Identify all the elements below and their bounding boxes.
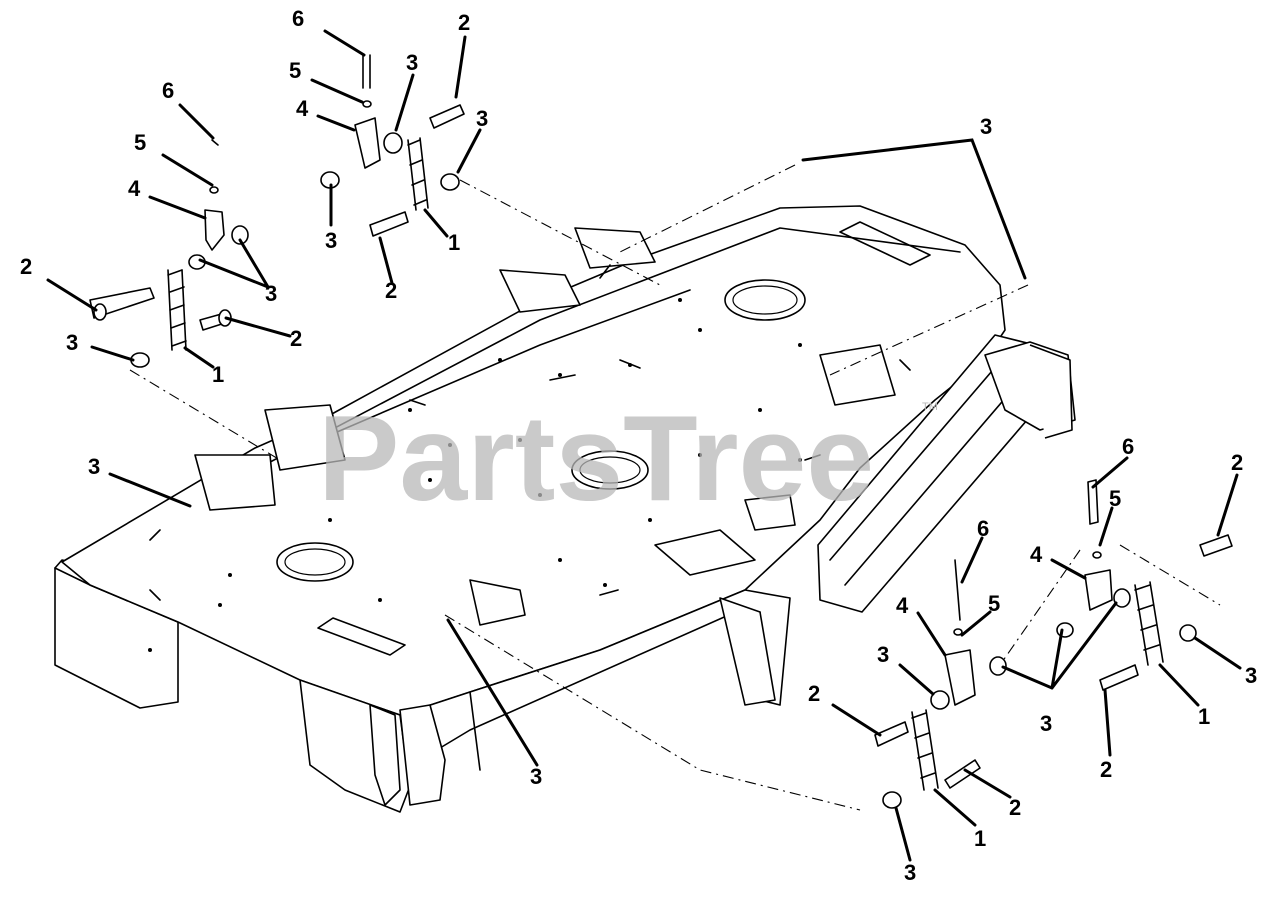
callout-label: 3	[877, 642, 889, 667]
callout-label: 6	[292, 6, 304, 31]
callout-label: 5	[988, 591, 1000, 616]
callout-label: 2	[458, 10, 470, 35]
callout-label: 1	[448, 230, 460, 255]
left-hanger-assembly	[89, 139, 249, 368]
callout-label: 4	[896, 593, 909, 618]
callout-label: 2	[20, 254, 32, 279]
leader-lines	[46, 29, 1242, 862]
callout-label: 4	[1030, 542, 1043, 567]
partstree-watermark: PartsTree TM	[318, 390, 938, 526]
callout-label: 2	[290, 326, 302, 351]
callout-label: 2	[1100, 757, 1112, 782]
callout-label: 2	[1231, 450, 1243, 475]
callout-label: 3	[530, 764, 542, 789]
callout-label: 6	[162, 78, 174, 103]
callout-label: 3	[1040, 711, 1052, 736]
callout-label: 2	[385, 278, 397, 303]
callout-label: 2	[808, 681, 820, 706]
callout-label: 4	[296, 96, 309, 121]
callout-label: 4	[128, 176, 141, 201]
top-hanger-assembly	[320, 54, 465, 237]
right-hanger-assemblies	[874, 479, 1233, 809]
watermark-trademark: TM	[922, 401, 938, 413]
callout-label: 5	[134, 130, 146, 155]
callout-label: 1	[212, 362, 224, 387]
callout-label: 3	[66, 330, 78, 355]
callout-label: 3	[325, 228, 337, 253]
callout-label: 5	[289, 58, 301, 83]
callout-label: 3	[406, 50, 418, 75]
callout-label: 5	[1109, 486, 1121, 511]
callout-label: 3	[88, 454, 100, 479]
callout-label: 2	[1009, 795, 1021, 820]
callout-label: 3	[476, 106, 488, 131]
callout-label: 6	[977, 516, 989, 541]
mower-deck	[54, 205, 1076, 813]
callout-label: 1	[1198, 704, 1210, 729]
callout-labels: 6 2 5 3 4 3 3 1 2 6 5 4 3 2 2 3 1 3 3 6 …	[20, 6, 1257, 885]
watermark-text: PartsTree	[318, 390, 874, 526]
callout-label: 3	[265, 281, 277, 306]
callout-label: 6	[1122, 434, 1134, 459]
callout-label: 1	[974, 826, 986, 851]
callout-label: 3	[980, 114, 992, 139]
callout-label: 3	[1245, 663, 1257, 688]
callout-label: 3	[904, 860, 916, 885]
